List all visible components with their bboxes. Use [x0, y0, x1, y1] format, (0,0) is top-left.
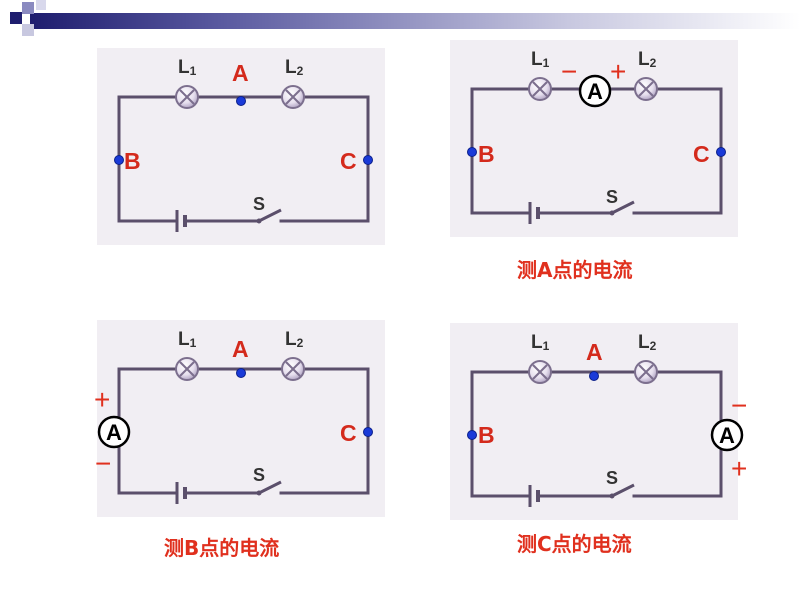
switch-label: S	[253, 194, 266, 214]
ammeter-positive-sign: +	[610, 56, 627, 87]
circuit-measure_b: A	[97, 357, 373, 504]
lamp-l2-label: L2	[285, 329, 304, 350]
lamp-l1-label: L1	[178, 57, 197, 78]
lamp-filament	[638, 81, 654, 97]
lamp-filament	[532, 364, 548, 380]
point-a-label: A	[586, 339, 603, 365]
junction-point	[589, 371, 599, 381]
switch-blade	[258, 480, 282, 495]
ammeter-label: A	[587, 79, 603, 104]
junction-point	[467, 430, 477, 440]
circuit-base	[114, 85, 373, 232]
lamp	[281, 85, 305, 109]
lamp	[634, 77, 658, 101]
ammeter-positive-sign: +	[94, 384, 111, 415]
circuit-measure_a: A	[467, 74, 726, 224]
junction-point	[363, 427, 373, 437]
point-a-label: A	[232, 336, 249, 362]
lamp-l1-label: L1	[531, 332, 550, 353]
ammeter-circle	[97, 415, 131, 449]
lamp-filament	[285, 89, 301, 105]
switch-blade	[611, 483, 635, 498]
switch-label: S	[253, 465, 266, 485]
point-b-label: B	[478, 141, 495, 167]
title-decoration-bar	[10, 0, 800, 36]
point-b-label: B	[124, 148, 141, 174]
switch-blade	[611, 200, 635, 215]
circuit-panel-measure-c	[450, 323, 738, 520]
point-c-label: C	[340, 148, 357, 174]
circuit-panel-base	[97, 48, 385, 245]
ammeter-negative-sign: −	[731, 390, 748, 421]
lamp-l1-label: L1	[531, 49, 550, 70]
point-a-label: A	[232, 60, 249, 86]
lamp	[281, 357, 305, 381]
junction-point	[363, 155, 373, 165]
caption-measure-c: 测C点的电流	[517, 532, 632, 556]
lamp-filament	[638, 364, 654, 380]
circuit-panel-measure-b	[97, 320, 385, 517]
lamp	[634, 360, 658, 384]
ammeter-negative-sign: −	[561, 56, 578, 87]
caption-measure-b: 测B点的电流	[164, 536, 280, 560]
lamp-l2-label: L2	[285, 57, 304, 78]
ammeter-label: A	[719, 423, 735, 448]
switch-blade	[258, 208, 282, 223]
ammeter: A	[97, 415, 131, 449]
point-c-label: C	[340, 420, 357, 446]
lamp	[175, 85, 199, 109]
lamp-filament	[285, 361, 301, 377]
ammeter-positive-sign: +	[731, 453, 748, 484]
ammeter: A	[710, 418, 744, 452]
point-c-label: C	[693, 141, 710, 167]
lamp-filament	[532, 81, 548, 97]
switch-label: S	[606, 187, 619, 207]
point-b-label: B	[478, 422, 495, 448]
junction-point	[236, 368, 246, 378]
caption-measure-a: 测A点的电流	[517, 258, 633, 282]
junction-point	[716, 147, 726, 157]
ammeter: A	[578, 74, 612, 108]
lamp-l2-label: L2	[638, 332, 657, 353]
lamp-l2-label: L2	[638, 49, 657, 70]
junction-point	[236, 96, 246, 106]
lamp	[175, 357, 199, 381]
ammeter-negative-sign: −	[95, 448, 112, 479]
lamp-filament	[179, 89, 195, 105]
ammeter-circle	[578, 74, 612, 108]
switch-label: S	[606, 468, 619, 488]
circuit-panel-measure-a	[450, 40, 738, 237]
lamp-l1-label: L1	[178, 329, 197, 350]
circuit-measure_c: A	[467, 360, 744, 507]
junction-point	[114, 155, 124, 165]
ammeter-circle	[710, 418, 744, 452]
junction-point	[467, 147, 477, 157]
lamp	[528, 360, 552, 384]
ammeter-label: A	[106, 420, 122, 445]
lamp	[528, 77, 552, 101]
lamp-filament	[179, 361, 195, 377]
